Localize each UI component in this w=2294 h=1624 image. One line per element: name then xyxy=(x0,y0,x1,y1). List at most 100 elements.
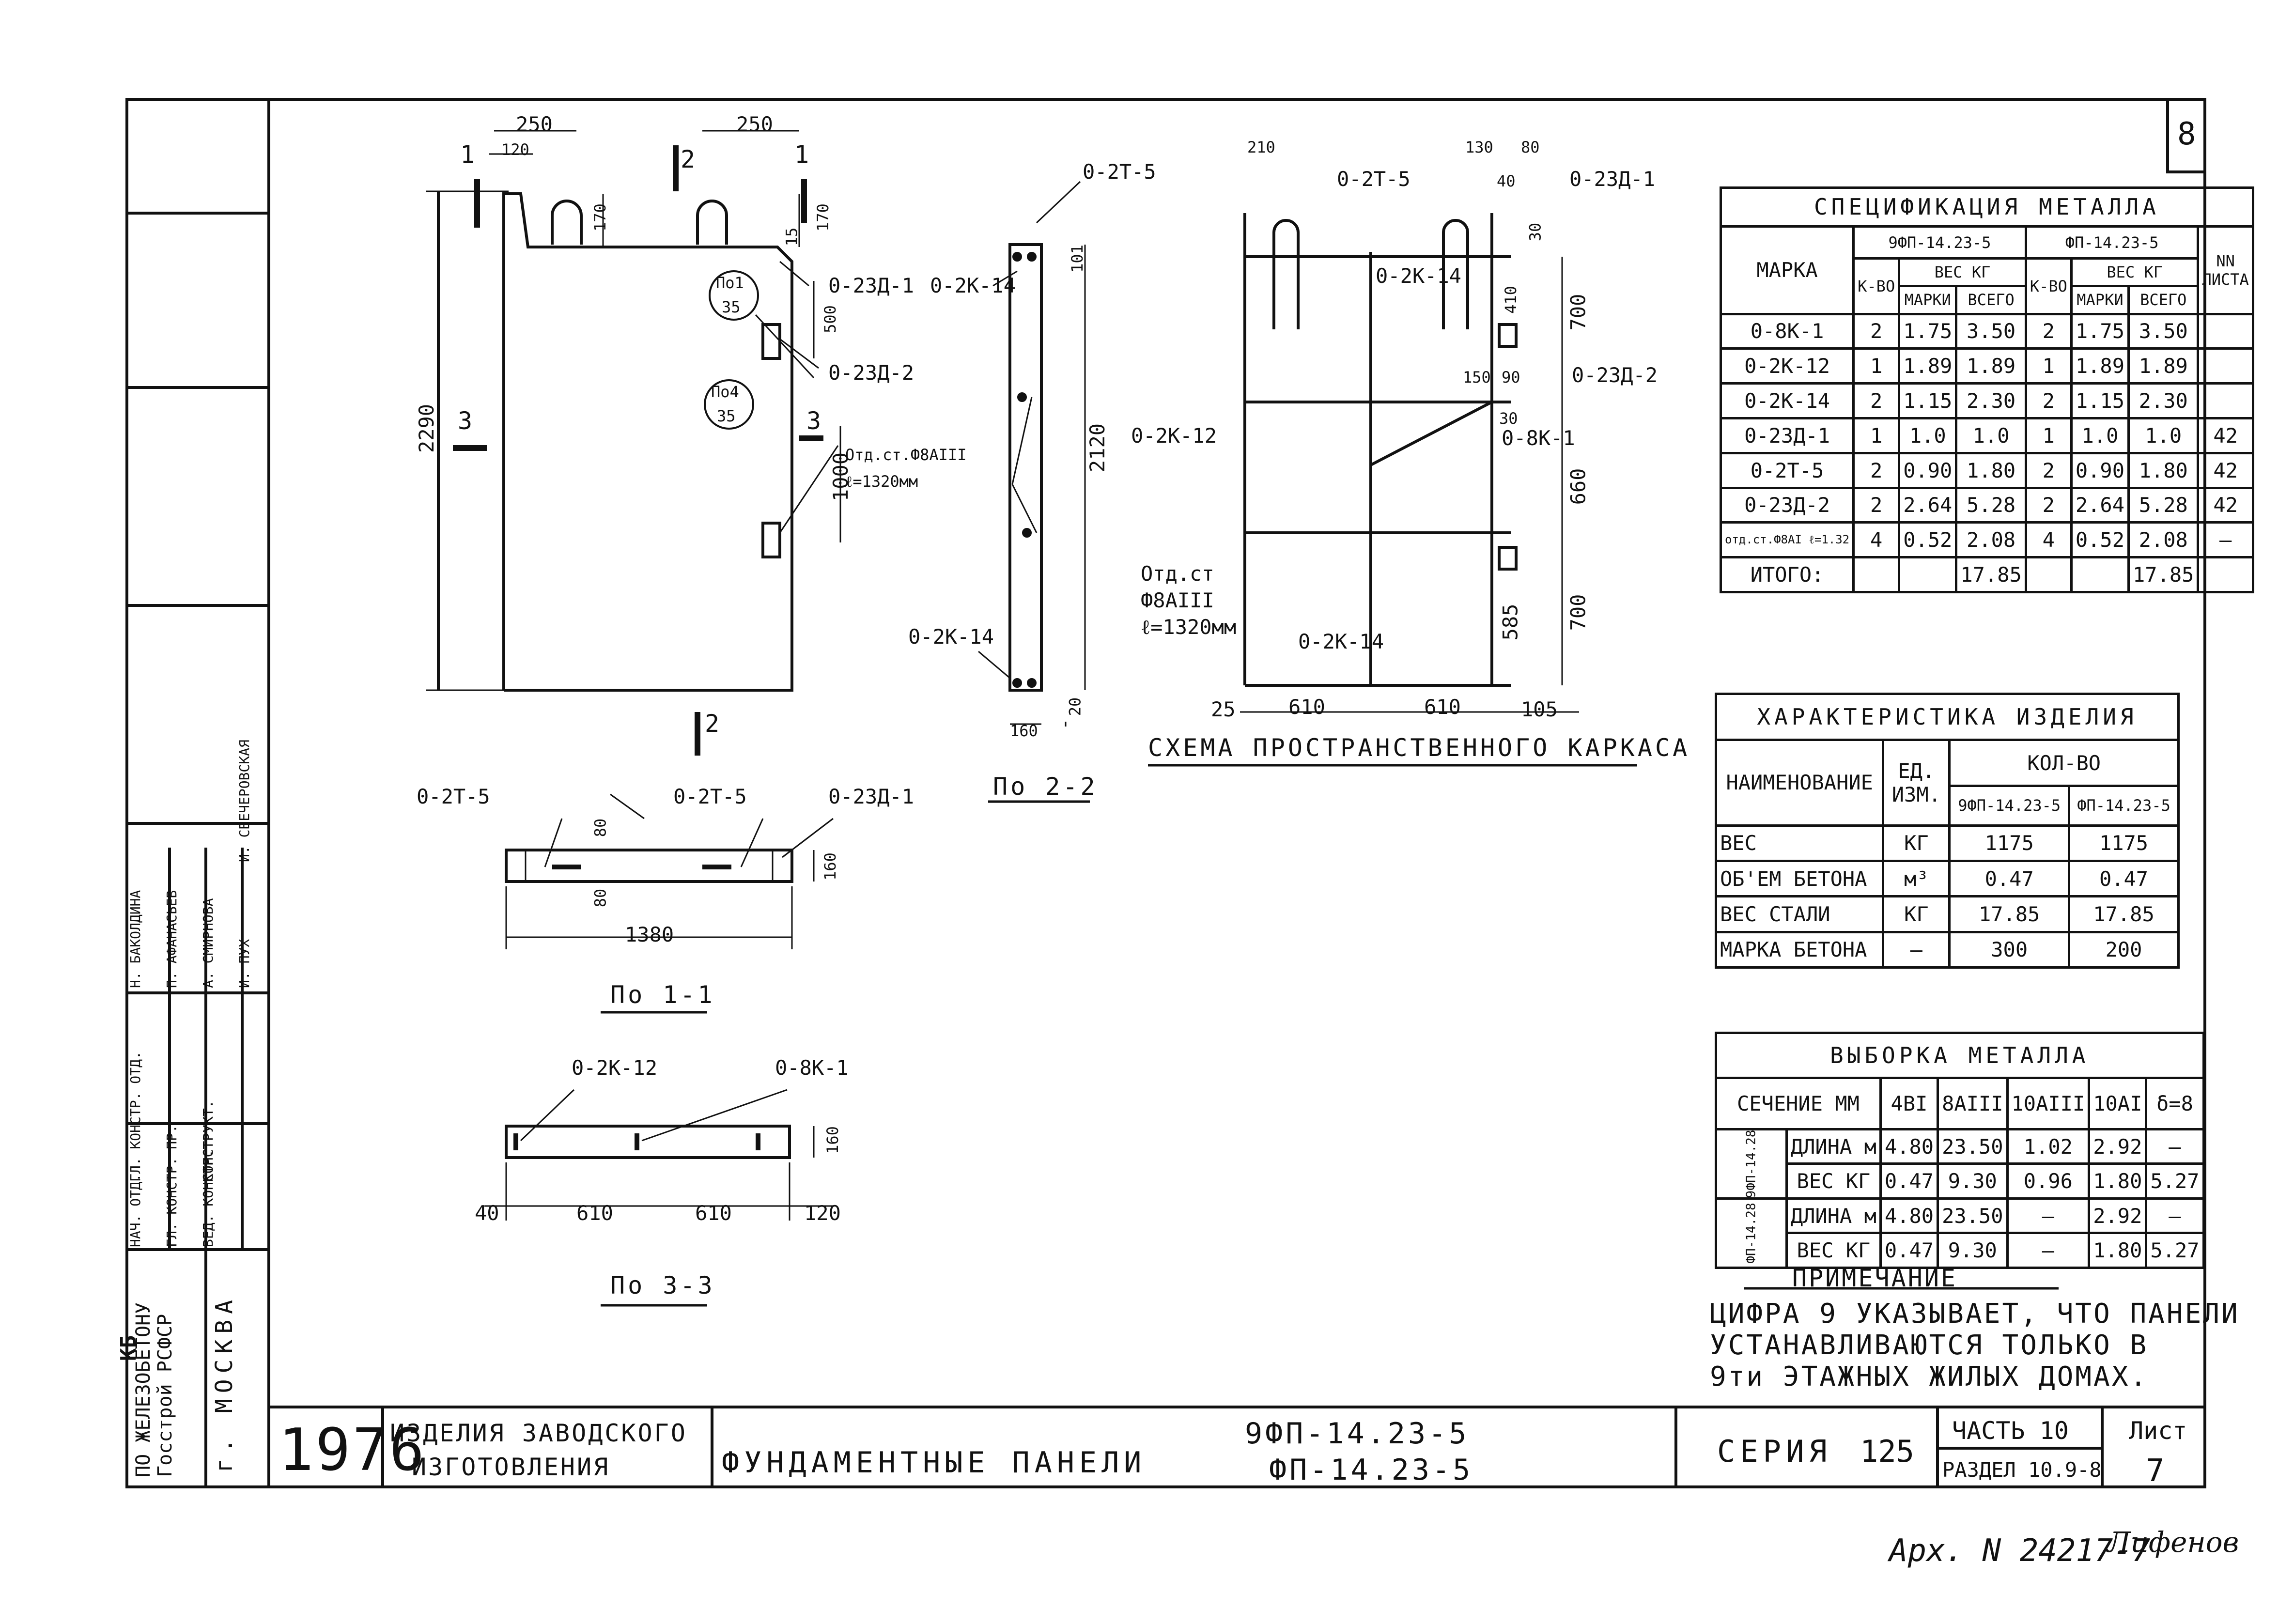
mark-23d-2-elev: 0-23Д-2 xyxy=(828,361,914,385)
select-cell: 0.47 xyxy=(1879,1232,1939,1269)
note-line-3: 9ти ЭТАЖНЫХ ЖИЛЫХ ДОМАХ. xyxy=(1710,1361,2149,1392)
char-cell: КГ xyxy=(1882,824,1951,862)
spec-cell: 0.52 xyxy=(1898,521,1958,559)
char-cell: 17.85 xyxy=(1948,895,2071,933)
select-cell: 5.27 xyxy=(2145,1162,2205,1200)
pos-4-number: 35 xyxy=(717,407,736,425)
select-cell: 5.27 xyxy=(2145,1232,2205,1269)
select-cell: 1.80 xyxy=(2088,1162,2148,1200)
spec-cell: 1.89 xyxy=(2070,347,2130,385)
pos-1-number: 35 xyxy=(722,298,741,316)
spec-cell xyxy=(2197,556,2254,593)
cage-dim-700-bottom: 700 xyxy=(1566,594,1590,631)
spec-cell: 2 xyxy=(1852,486,1901,524)
spec-col-kvo-2: К-ВО xyxy=(2024,257,2073,315)
cage-mark-2k14: 0-2К-14 xyxy=(1376,264,1462,288)
characteristics-table: ХАРАКТЕРИСТИКА ИЗДЕЛИЯ НАИМЕНОВАНИЕ ЕД. … xyxy=(1714,692,2180,969)
select-cell: — xyxy=(2145,1128,2205,1165)
dim-250-a: 250 xyxy=(516,112,553,136)
select-group-text: 9ФП-14.28 xyxy=(1744,1129,1759,1198)
spec-cell xyxy=(2024,556,2073,593)
select-cell: 2.92 xyxy=(2088,1128,2148,1165)
select-cell: 4.80 xyxy=(1879,1128,1939,1165)
spec-cell xyxy=(2197,382,2254,419)
title-mark-1: 9ФП-14.23-5 xyxy=(1245,1417,1470,1451)
cage-dim-410: 410 xyxy=(1501,286,1520,314)
note-title: ПРИМЕЧАНИЕ xyxy=(1792,1264,1958,1292)
dim-120: 120 xyxy=(501,140,529,159)
spec-cell: 1 xyxy=(1852,417,1901,454)
spec-col-vsego-2: ВСЕГО xyxy=(2127,285,2200,315)
spec-cell: 5.28 xyxy=(2127,486,2200,524)
select-group-label: 9ФП-14.28 xyxy=(1715,1128,1788,1200)
title-category-line-2: ИЗГОТОВЛЕНИЯ xyxy=(412,1453,610,1481)
spec-cell: 4 xyxy=(2024,521,2073,559)
spec-cell-mark: отд.ст.Ф8АI ℓ=1.32 xyxy=(1719,521,1855,559)
cage-mark-8k1: 0-8К-1 xyxy=(1502,426,1575,450)
select-cell-label: ВЕС КГ xyxy=(1785,1162,1882,1200)
select-cell: 9.30 xyxy=(1937,1232,2009,1269)
spec-cell: 2.08 xyxy=(2127,521,2200,559)
spec-cell: 1.0 xyxy=(2070,417,2130,454)
spec-cell: 5.28 xyxy=(1955,486,2027,524)
s22-mark-2k14-bottom: 0-2К-14 xyxy=(908,625,994,649)
stamp-name: Н. БАКОЛДИНА xyxy=(127,890,143,988)
cage-scheme-title: СХЕМА ПРОСТРАНСТВЕННОГО КАРКАСА xyxy=(1148,734,1690,762)
select-group-label: ФП-14.28 xyxy=(1715,1197,1788,1269)
spec-cell: 2.30 xyxy=(1955,382,2027,419)
dim-15: 15 xyxy=(782,227,801,247)
stamp-org-line-2: Госстрой РСФСР xyxy=(154,1314,176,1477)
rod-note-2: ℓ=1320мм xyxy=(845,472,918,491)
cage-dim-90: 90 xyxy=(1502,368,1520,387)
cage-dim-610-a: 610 xyxy=(1288,695,1325,719)
spec-group-1: 9ФП-14.23-5 xyxy=(1852,225,2027,260)
spec-cell: 2 xyxy=(2024,312,2073,350)
spec-col-kvo-1: К-ВО xyxy=(1852,257,1901,315)
spec-cell: 2.08 xyxy=(1955,521,2027,559)
section-1-1-title: По 1-1 xyxy=(610,981,715,1009)
spec-col-marka: МАРКА xyxy=(1719,225,1855,315)
spec-group-2: ФП-14.23-5 xyxy=(2024,225,2200,260)
stamp-role: НАЧ. ОТД. xyxy=(127,1174,143,1247)
s22-mark-2t5: 0-2Т-5 xyxy=(1083,160,1156,184)
spec-col-nn: NN ЛИСТА xyxy=(2197,225,2254,315)
char-cell: 200 xyxy=(2068,930,2180,969)
title-sheet-value: 7 xyxy=(2146,1453,2165,1489)
s11-dim-80-a: 80 xyxy=(591,818,610,837)
spec-cell: 1.89 xyxy=(1898,347,1958,385)
spec-cell: 2.30 xyxy=(2127,382,2200,419)
spec-cell-mark: ИТОГО: xyxy=(1719,556,1855,593)
cage-dim-30: 30 xyxy=(1499,409,1518,428)
s22-dim-2120: 2120 xyxy=(1085,423,1110,473)
cage-rod-note-3: ℓ=1320мм xyxy=(1141,615,1237,639)
select-col-header: δ=8 xyxy=(2145,1076,2205,1130)
title-part: ЧАСТЬ 10 xyxy=(1952,1417,2069,1445)
spec-cell: 2 xyxy=(2024,486,2073,524)
dim-2290: 2290 xyxy=(415,403,439,453)
spec-cell-mark: 0-23Д-1 xyxy=(1719,417,1855,454)
cage-dim-130: 130 xyxy=(1465,138,1493,156)
s11-mark-2t5-a: 0-2Т-5 xyxy=(417,785,490,808)
cage-dim-700-top: 700 xyxy=(1566,294,1590,331)
spec-cell: 42 xyxy=(2197,417,2254,454)
char-cell-name: МАРКА БЕТОНА xyxy=(1714,930,1885,969)
s22-dim-101: 101 xyxy=(1068,245,1086,273)
title-mark-2: ФП-14.23-5 xyxy=(1269,1453,1473,1487)
select-col-sec: СЕЧЕНИЕ ММ xyxy=(1715,1076,1882,1130)
title-year: 1976 xyxy=(279,1417,426,1484)
title-series-label: СЕРИЯ xyxy=(1717,1434,1832,1469)
cage-dim-150: 150 xyxy=(1463,368,1491,387)
select-cell-label: ДЛИНА м xyxy=(1785,1197,1882,1235)
select-cell-label: ВЕС КГ xyxy=(1785,1232,1882,1269)
